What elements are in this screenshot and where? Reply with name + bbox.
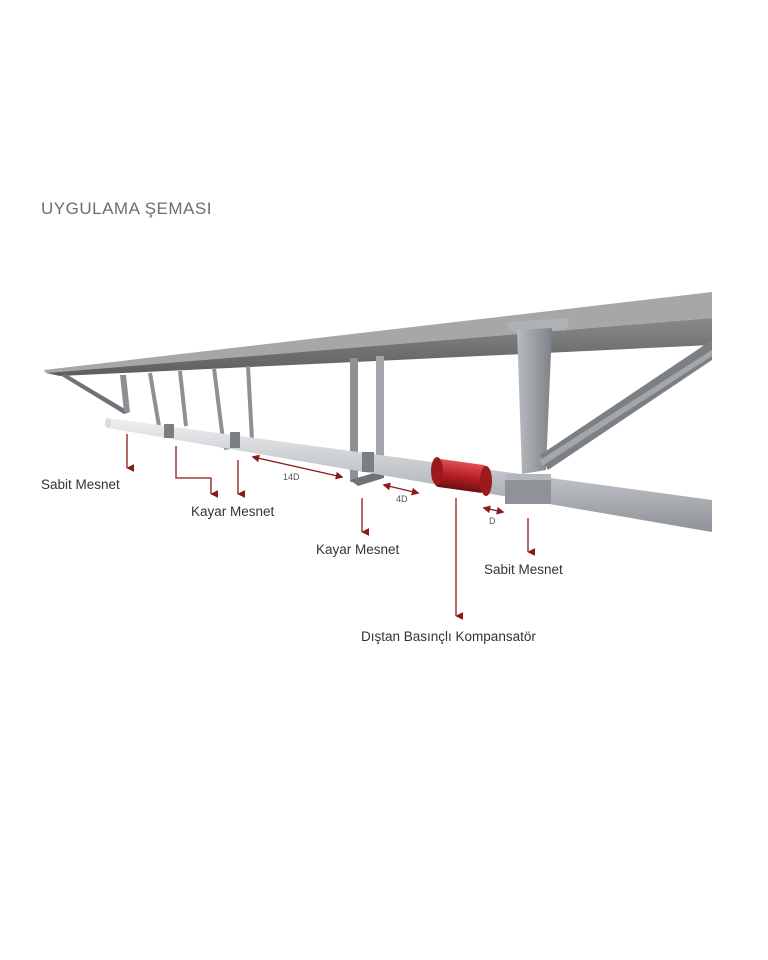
label-fixed-support-left: Sabit Mesnet <box>41 477 120 492</box>
dimension-14d-label: 14D <box>283 472 300 482</box>
left-brace <box>60 374 130 414</box>
dimension-d: D <box>482 505 505 526</box>
label-compensator: Dıştan Basınçlı Kompansatör <box>361 629 536 644</box>
pipe <box>105 418 712 532</box>
dimension-d-label: D <box>489 516 496 526</box>
label-sliding-support-2: Kayar Mesnet <box>316 542 400 557</box>
fixed-support-clamp <box>505 474 551 504</box>
page-title: UYGULAMA ŞEMASI <box>41 199 212 218</box>
label-fixed-support-right: Sabit Mesnet <box>484 562 563 577</box>
dimension-14d: 14D <box>251 454 344 482</box>
compensator-body <box>431 457 492 496</box>
dimension-4d-label: 4D <box>396 494 408 504</box>
label-sliding-support-1: Kayar Mesnet <box>191 504 275 519</box>
leader-arrows <box>126 434 536 620</box>
pipe-clamps <box>164 424 374 472</box>
dimension-4d: 4D <box>382 482 420 504</box>
fixed-support-right-structure <box>505 318 712 474</box>
